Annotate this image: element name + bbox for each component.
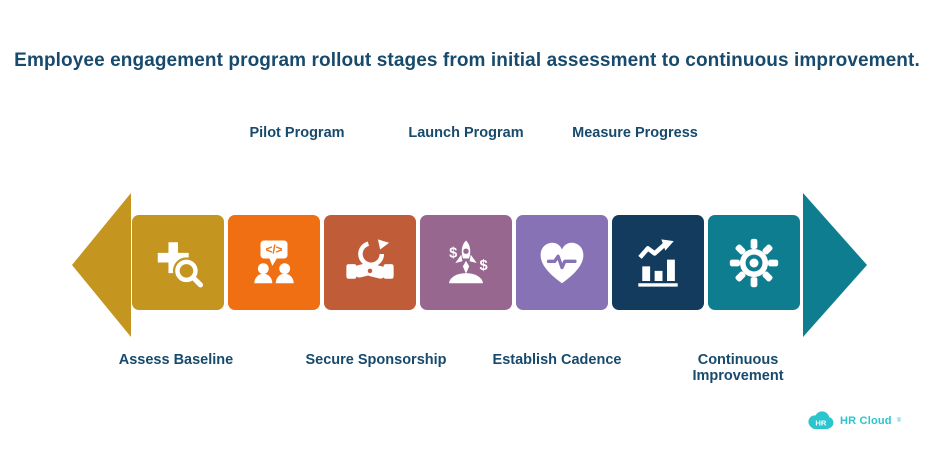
team-code-bubble-icon: </> <box>254 240 294 283</box>
hr-cloud-icon: HR <box>808 411 834 430</box>
stage-pilot-program: </> <box>228 215 320 310</box>
timeline-arrowhead-left <box>72 193 131 337</box>
gear-icon <box>729 238 779 287</box>
stage-label-launch-program: Launch Program <box>408 125 524 141</box>
stage-label-pilot-program: Pilot Program <box>249 125 345 141</box>
stage-secure-sponsorship <box>324 215 416 310</box>
stage-label-continuous-improvement: Continuous Improvement <box>692 352 784 384</box>
stage-measure-progress <box>612 215 704 310</box>
hr-cloud-logo: HR HR Cloud ® <box>806 410 901 432</box>
stage-assess-baseline <box>132 215 224 310</box>
stage-label-measure-progress: Measure Progress <box>572 125 698 141</box>
bar-chart-growth-icon <box>638 238 678 287</box>
stage-establish-cadence <box>516 215 608 310</box>
dollar-glyph: $ <box>480 257 488 273</box>
heart-pulse-icon <box>540 242 584 283</box>
hr-badge-text: HR <box>815 418 827 427</box>
handshake-icon <box>346 238 394 279</box>
rocket-funding-icon: $ $ <box>449 240 488 283</box>
search-plus-icon <box>157 241 204 287</box>
stage-label-assess-baseline: Assess Baseline <box>118 352 234 368</box>
stage-launch-program: $ $ <box>420 215 512 310</box>
stage-continuous-improvement <box>708 215 800 310</box>
dollar-glyph: $ <box>449 245 457 261</box>
infographic-title: Employee engagement program rollout stag… <box>14 50 920 71</box>
stage-label-establish-cadence: Establish Cadence <box>492 352 622 368</box>
stage-label-secure-sponsorship: Secure Sponsorship <box>305 352 447 368</box>
hr-cloud-wordmark: HR Cloud <box>840 415 892 427</box>
trademark-symbol: ® <box>896 418 902 424</box>
code-glyph: </> <box>265 242 282 256</box>
timeline-arrowhead-right <box>803 193 867 337</box>
